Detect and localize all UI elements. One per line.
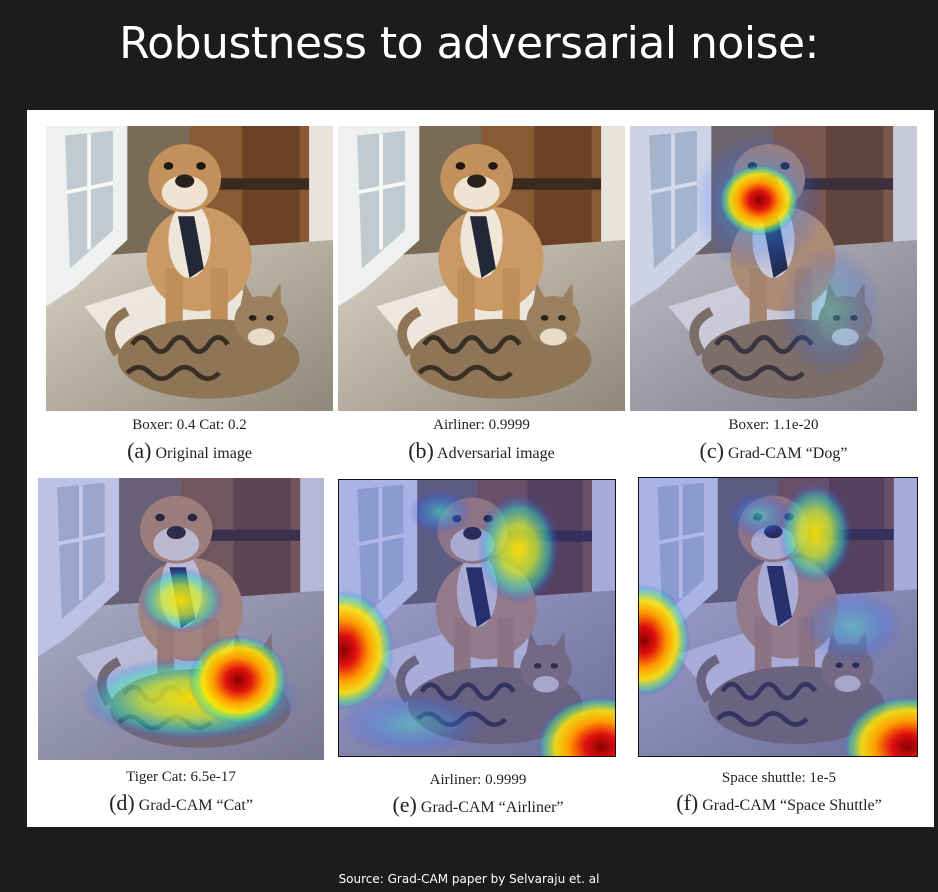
- figure-panel: Boxer: 0.4 Cat: 0.2 (a) Original image A…: [27, 110, 934, 827]
- subfigure-letter: (d): [109, 790, 135, 815]
- panel-b: Airliner: 0.9999 (b) Adversarial image: [338, 126, 625, 466]
- photo-adversarial: [338, 126, 625, 411]
- prediction-score: Space shuttle: 1e-5: [721, 770, 837, 786]
- subfigure-caption: (b) Adversarial image: [338, 438, 625, 464]
- subfigure-caption: (d) Grad-CAM “Cat”: [38, 790, 324, 816]
- panel-c: Boxer: 1.1e-20 (c) Grad-CAM “Dog”: [630, 126, 917, 466]
- photo-gradcam-dog: [630, 126, 917, 411]
- subfigure-letter: (e): [392, 792, 417, 817]
- subfigure-label: Grad-CAM “Space Shuttle”: [702, 797, 882, 814]
- subfigure-label: Original image: [155, 445, 252, 462]
- subfigure-label: Adversarial image: [437, 445, 555, 462]
- subfigure-caption: (a) Original image: [46, 438, 333, 464]
- photo-original: [46, 126, 333, 411]
- source-citation: Source: Grad-CAM paper by Selvaraju et. …: [338, 872, 600, 886]
- prediction-score: Airliner: 0.9999: [433, 417, 530, 433]
- subfigure-letter: (f): [676, 790, 699, 815]
- subfigure-letter: (a): [127, 438, 152, 463]
- photo-gradcam-space-shuttle: [638, 477, 918, 757]
- panel-e: Airliner: 0.9999 (e) Grad-CAM “Airliner”: [338, 479, 617, 820]
- prediction-score: Boxer: 0.4 Cat: 0.2: [132, 417, 247, 433]
- panel-d: Tiger Cat: 6.5e-17 (d) Grad-CAM “Cat”: [38, 478, 324, 818]
- photo-gradcam-airliner: [338, 479, 616, 757]
- subfigure-label: Grad-CAM “Cat”: [138, 797, 253, 814]
- prediction-score: Tiger Cat: 6.5e-17: [126, 769, 236, 785]
- subfigure-letter: (c): [699, 438, 724, 463]
- panel-a: Boxer: 0.4 Cat: 0.2 (a) Original image: [46, 126, 333, 466]
- subfigure-caption: (e) Grad-CAM “Airliner”: [339, 792, 617, 818]
- prediction-score: Boxer: 1.1e-20: [728, 417, 819, 433]
- subfigure-label: Grad-CAM “Dog”: [727, 445, 848, 462]
- slide-title: Robustness to adversarial noise:: [119, 18, 819, 69]
- subfigure-label: Grad-CAM “Airliner”: [420, 799, 564, 816]
- photo-gradcam-cat: [38, 478, 324, 760]
- subfigure-caption: (f) Grad-CAM “Space Shuttle”: [639, 790, 919, 816]
- subfigure-letter: (b): [408, 438, 434, 463]
- prediction-score: Airliner: 0.9999: [429, 772, 527, 788]
- panel-f: Space shuttle: 1e-5 (f) Grad-CAM “Space …: [638, 477, 919, 818]
- subfigure-caption: (c) Grad-CAM “Dog”: [630, 438, 917, 464]
